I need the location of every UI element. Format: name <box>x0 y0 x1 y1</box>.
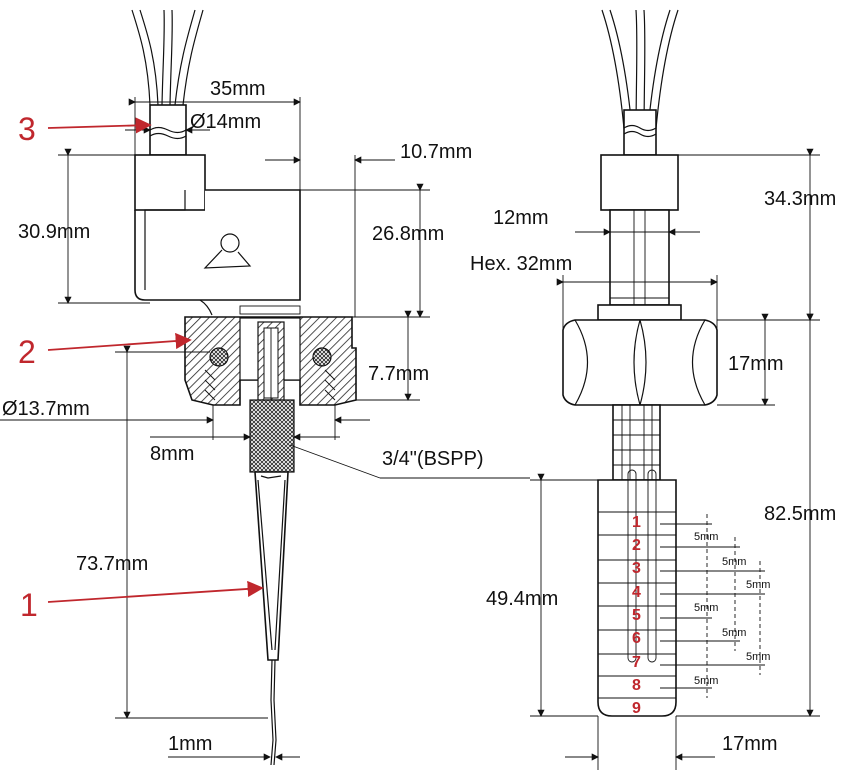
dim-tip-width: 1mm <box>168 733 212 755</box>
step-label-5: 5mm <box>722 627 746 639</box>
dim-width-top: 35mm <box>210 78 266 100</box>
step-dimension-lines <box>660 514 765 698</box>
cable-tie-icon <box>203 233 252 269</box>
dim-overall-length: 82.5mm <box>764 503 836 525</box>
step-label-2: 5mm <box>722 556 746 568</box>
left-housing <box>134 154 301 316</box>
dim-housing-height: 30.9mm <box>18 221 90 243</box>
step-label-6: 5mm <box>746 651 770 663</box>
level-label-6: 6 <box>632 630 641 647</box>
left-probe <box>249 399 295 766</box>
level-label-2: 2 <box>632 537 641 554</box>
step-label-7: 5mm <box>694 675 718 687</box>
right-view: 1 2 3 4 5 6 7 8 9 5mm 5mm 5mm 5mm 5mm 5m… <box>470 9 836 770</box>
callout-3: 3 <box>18 111 36 147</box>
level-label-1: 1 <box>632 514 641 531</box>
dim-top-height: 34.3mm <box>764 188 836 210</box>
level-label-3: 3 <box>632 560 641 577</box>
level-label-7: 7 <box>632 654 641 671</box>
dim-thread-height: 7.7mm <box>368 363 429 385</box>
left-view: 3 2 1 35mm Ø14mm 10.7mm 30.9mm 26.8mm 7.… <box>0 9 530 766</box>
step-label-4: 5mm <box>694 602 718 614</box>
left-wires <box>131 9 204 156</box>
level-label-9: 9 <box>632 700 641 717</box>
level-label-8: 8 <box>632 677 641 694</box>
dim-thread-spec: 3/4"(BSPP) <box>382 448 484 470</box>
dim-total-length: 73.7mm <box>76 553 148 575</box>
dim-probe-width: 17mm <box>722 733 778 755</box>
level-label-5: 5 <box>632 607 641 624</box>
right-wires <box>601 9 679 156</box>
dim-hex-height: 17mm <box>728 353 784 375</box>
right-housing <box>597 154 682 321</box>
right-probe <box>597 404 677 717</box>
dim-neck-width: 12mm <box>493 207 549 229</box>
dim-stem-width: 8mm <box>150 443 194 465</box>
dim-probe-length: 49.4mm <box>486 588 558 610</box>
dim-cable-dia: Ø14mm <box>190 111 261 133</box>
right-dimension-lines <box>530 148 820 770</box>
dim-housing-offset: 10.7mm <box>400 141 472 163</box>
dim-port-dia: Ø13.7mm <box>2 398 90 420</box>
dim-housing-side-height: 26.8mm <box>372 223 444 245</box>
callout-leaders <box>47 117 264 603</box>
step-label-3: 5mm <box>746 579 770 591</box>
callout-2: 2 <box>18 334 36 370</box>
step-label-1: 5mm <box>694 531 718 543</box>
left-fitting-section <box>184 316 357 406</box>
dim-hex-size: Hex. 32mm <box>470 253 572 275</box>
right-hex-nut <box>562 319 718 406</box>
level-label-4: 4 <box>632 584 641 601</box>
callout-1: 1 <box>20 587 38 623</box>
